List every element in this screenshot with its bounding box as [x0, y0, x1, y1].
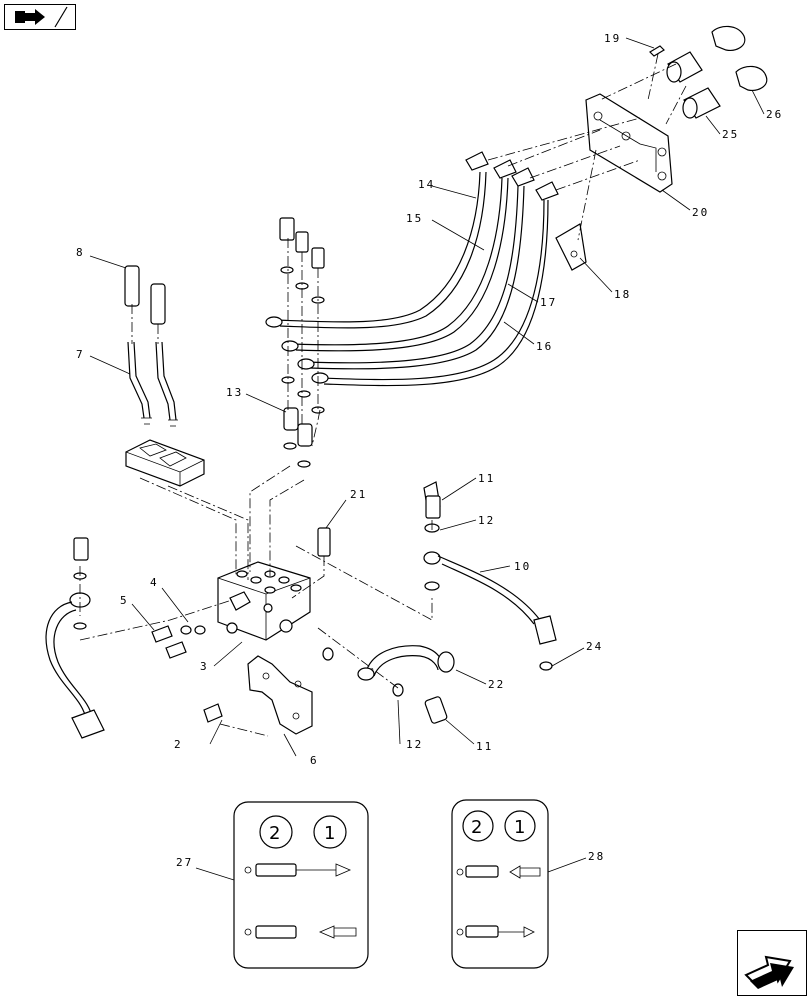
callout-7: 7: [76, 348, 85, 361]
hose-10: [423, 481, 557, 671]
decal-27-number-a: 2: [269, 823, 280, 844]
quick-couplers: [666, 25, 768, 119]
leader-lines: [89, 37, 765, 881]
decal-27-number-b: 1: [324, 823, 335, 844]
callout-22: 22: [488, 678, 505, 691]
callout-11-upper: 11: [478, 472, 495, 485]
next-page-button[interactable]: [737, 930, 807, 996]
callout-2: 2: [174, 738, 183, 751]
control-levers: [124, 265, 178, 427]
callout-11-lower: 11: [476, 740, 493, 753]
callout-18: 18: [614, 288, 631, 301]
callout-8: 8: [76, 246, 85, 259]
callout-12-lower: 12: [406, 738, 423, 751]
callout-6: 6: [310, 754, 319, 767]
callout-28: 28: [588, 850, 605, 863]
callout-19: 19: [604, 32, 621, 45]
small-bolt-19: [649, 45, 665, 57]
decal-28: 2 1: [451, 799, 549, 969]
callout-25: 25: [722, 128, 739, 141]
callout-16: 16: [536, 340, 553, 353]
tube-left: [45, 537, 105, 739]
hydraulic-lines: [265, 151, 559, 387]
loose-bolts: [151, 495, 441, 723]
decal-28-number-b: 1: [514, 817, 525, 838]
lever-guide-plate: [125, 439, 205, 487]
callout-20: 20: [692, 206, 709, 219]
callout-10: 10: [514, 560, 531, 573]
callout-24: 24: [586, 640, 603, 653]
callout-12-upper: 12: [478, 514, 495, 527]
centre-lines: [79, 53, 687, 737]
decal-27: 2 1: [233, 801, 369, 969]
forward-arrow-icon: [744, 955, 794, 989]
callout-17: 17: [540, 296, 557, 309]
back-arrow-icon: [15, 6, 68, 28]
callout-5: 5: [120, 594, 129, 607]
callout-13: 13: [226, 386, 243, 399]
callout-21: 21: [350, 488, 367, 501]
callout-27: 27: [176, 856, 193, 869]
tube-22: [322, 645, 455, 724]
previous-page-button[interactable]: [4, 4, 76, 30]
coupler-bracket-plate: [585, 93, 673, 193]
decal-28-number-a: 2: [471, 817, 482, 838]
callout-26: 26: [766, 108, 783, 121]
callout-15: 15: [406, 212, 423, 225]
callout-14: 14: [418, 178, 435, 191]
control-valve-body: [217, 561, 311, 641]
callout-labels: 2 3 4 5 6 7 8 10 11 11 12 12 13 14 15 16…: [76, 32, 783, 869]
callout-3: 3: [200, 660, 209, 673]
mounting-bracket: [247, 655, 313, 735]
callout-4: 4: [150, 576, 159, 589]
retaining-clip: [555, 223, 587, 271]
banjo-bolts: [279, 217, 325, 468]
